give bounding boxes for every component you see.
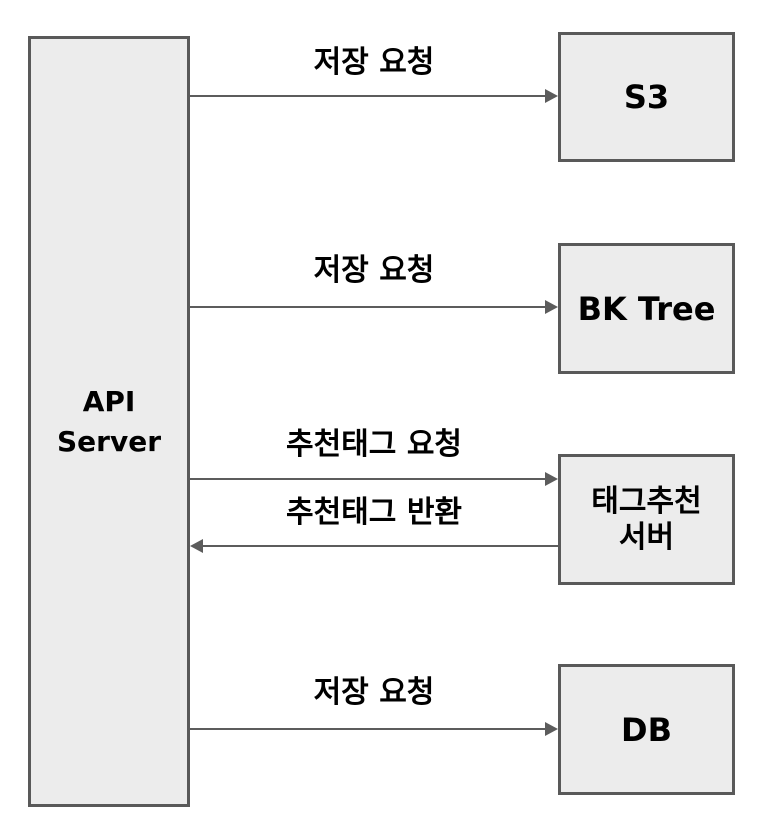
- node-s3: S3: [558, 32, 735, 162]
- arrow-api-to-bk-tree: [190, 300, 558, 314]
- node-s3-label: S3: [623, 78, 670, 116]
- arrow-right-head-icon: [545, 89, 558, 103]
- node-api-server: API Server: [28, 36, 190, 807]
- arrow-label-save-request-bk-tree: 저장 요청: [313, 253, 435, 288]
- arrow-shaft: [190, 728, 547, 730]
- arrow-api-to-db: [190, 722, 558, 736]
- node-db: DB: [558, 664, 735, 795]
- node-tag-recommend-server: 태그추천 서버: [558, 454, 735, 585]
- arrow-right-head-icon: [545, 722, 558, 736]
- node-db-label: DB: [621, 710, 672, 749]
- arrow-shaft: [190, 95, 547, 97]
- arrow-left-head-icon: [190, 539, 203, 553]
- node-bk-tree: BK Tree: [558, 243, 735, 374]
- arrow-label-save-request-s3: 저장 요청: [313, 45, 435, 80]
- arrow-api-to-s3: [190, 89, 558, 103]
- arrow-shaft: [201, 545, 558, 547]
- node-api-server-label-line2: Server: [56, 424, 161, 458]
- arrow-label-save-request-db: 저장 요청: [313, 675, 435, 710]
- arrow-api-to-tag-server: [190, 472, 558, 486]
- arrow-shaft: [190, 306, 547, 308]
- node-tag-recommend-server-label-line1: 태그추천: [591, 483, 702, 519]
- arrow-right-head-icon: [545, 300, 558, 314]
- node-bk-tree-label: BK Tree: [577, 289, 716, 328]
- arrow-right-head-icon: [545, 472, 558, 486]
- arrow-label-recommend-tag-request: 추천태그 요청: [285, 427, 463, 462]
- node-tag-recommend-server-label-line2: 서버: [618, 519, 675, 555]
- arrow-shaft: [190, 478, 547, 480]
- arrow-tag-server-to-api: [190, 539, 558, 553]
- arrow-label-recommend-tag-return: 추천태그 반환: [285, 495, 463, 530]
- node-api-server-label-line1: API: [82, 384, 136, 418]
